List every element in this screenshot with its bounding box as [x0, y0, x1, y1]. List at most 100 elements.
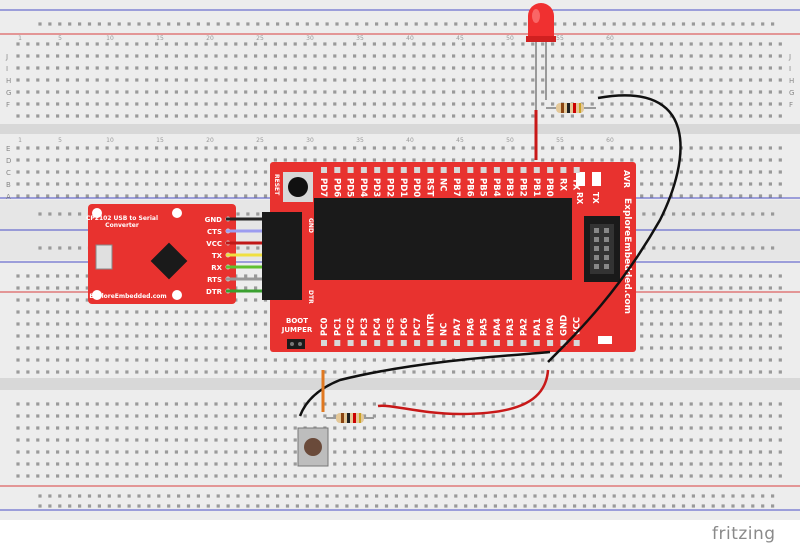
- breadboard-hole: [95, 334, 99, 338]
- breadboard-hole: [493, 494, 497, 498]
- breadboard-hole: [592, 504, 596, 508]
- breadboard-hole: [758, 474, 763, 478]
- breadboard-hole: [26, 402, 30, 406]
- breadboard-hole: [709, 158, 713, 162]
- breadboard-hole: [214, 474, 218, 478]
- breadboard-hole: [729, 102, 733, 106]
- breadboard-hole: [531, 66, 535, 70]
- breadboard-hole: [531, 438, 535, 442]
- breadboard-hole: [254, 462, 258, 466]
- breadboard-hole: [46, 42, 50, 46]
- breadboard-hole: [699, 298, 703, 302]
- breadboard-hole: [382, 358, 386, 362]
- mcu-top-pin-label: PD5: [345, 178, 355, 197]
- breadboard-hole: [254, 66, 258, 70]
- breadboard-hole: [580, 146, 584, 150]
- breadboard-hole: [56, 462, 60, 466]
- breadboard-hole: [749, 426, 753, 430]
- breadboard-hole: [422, 438, 426, 442]
- breadboard-hole: [442, 402, 446, 406]
- breadboard-hole: [640, 298, 644, 302]
- breadboard-hole: [234, 194, 238, 198]
- breadboard-hole: [768, 102, 772, 106]
- breadboard-hole: [541, 462, 545, 466]
- breadboard-hole: [78, 212, 82, 216]
- breadboard-hole: [194, 414, 198, 418]
- breadboard-hole: [16, 310, 20, 314]
- breadboard-hole: [699, 66, 703, 70]
- column-number: 35: [356, 35, 364, 42]
- breadboard-hole: [481, 114, 485, 118]
- breadboard-hole: [117, 494, 121, 498]
- breadboard-hole: [721, 212, 725, 216]
- breadboard-hole: [739, 310, 743, 314]
- breadboard-hole: [749, 146, 753, 150]
- breadboard-hole: [483, 504, 488, 508]
- breadboard-hole: [768, 346, 772, 350]
- breadboard-hole: [590, 158, 594, 162]
- breadboard-hole: [590, 42, 594, 46]
- breadboard-hole: [46, 298, 50, 302]
- breadboard-hole: [679, 42, 683, 46]
- breadboard-hole: [244, 102, 248, 106]
- breadboard-hole: [412, 114, 416, 118]
- breadboard-hole: [335, 504, 339, 508]
- breadboard-hole: [650, 42, 654, 46]
- breadboard-hole: [155, 310, 159, 314]
- row-label: D: [6, 157, 11, 165]
- breadboard-hole: [452, 54, 456, 58]
- breadboard-hole: [689, 66, 693, 70]
- breadboard-hole: [650, 370, 654, 374]
- breadboard-hole: [778, 426, 782, 430]
- breadboard-hole: [353, 102, 357, 106]
- breadboard-hole: [85, 474, 89, 478]
- breadboard-hole: [375, 22, 379, 26]
- breadboard-hole: [75, 114, 79, 118]
- breadboard-hole: [659, 414, 664, 418]
- breadboard-hole: [761, 504, 765, 508]
- breadboard-hole: [155, 438, 159, 442]
- breadboard-hole: [681, 246, 686, 250]
- breadboard-hole: [145, 158, 149, 162]
- breadboard-hole: [145, 78, 149, 82]
- breadboard-hole: [541, 438, 545, 442]
- breadboard-hole: [630, 78, 634, 82]
- breadboard-hole: [551, 158, 555, 162]
- breadboard-hole: [145, 194, 149, 198]
- breadboard-hole: [630, 90, 634, 94]
- breadboard-hole: [26, 426, 30, 430]
- breadboard-hole: [293, 370, 297, 374]
- breadboard-hole: [600, 438, 604, 442]
- breadboard-hole: [541, 474, 545, 478]
- breadboard-hole: [353, 474, 357, 478]
- breadboard-hole: [541, 426, 545, 430]
- breadboard-hole: [36, 298, 40, 302]
- breadboard-hole: [422, 42, 426, 46]
- breadboard-hole: [214, 462, 218, 466]
- breadboard-hole: [105, 462, 109, 466]
- breadboard-hole: [590, 462, 594, 466]
- mcu-top-pin-label: PD6: [331, 178, 341, 197]
- breadboard-hole: [135, 310, 139, 314]
- breadboard-hole: [422, 402, 426, 406]
- breadboard-hole: [640, 450, 644, 454]
- breadboard-hole: [56, 146, 60, 150]
- breadboard-hole: [75, 426, 79, 430]
- breadboard-hole: [214, 90, 218, 94]
- breadboard-hole: [679, 182, 683, 186]
- mcu-top-pin-label: PD1: [398, 178, 408, 197]
- breadboard-hole: [16, 370, 20, 374]
- breadboard-hole: [204, 102, 208, 106]
- breadboard-hole: [590, 146, 594, 150]
- breadboard-hole: [551, 42, 555, 46]
- breadboard-hole: [372, 54, 376, 58]
- breadboard-hole: [531, 78, 535, 82]
- breadboard-hole: [689, 474, 693, 478]
- breadboard-hole: [313, 146, 317, 150]
- breadboard-hole: [679, 370, 683, 374]
- breadboard-hole: [739, 170, 743, 174]
- breadboard-hole: [758, 426, 763, 430]
- breadboard-hole: [501, 42, 505, 46]
- breadboard-hole: [394, 22, 398, 26]
- breadboard-hole: [669, 370, 673, 374]
